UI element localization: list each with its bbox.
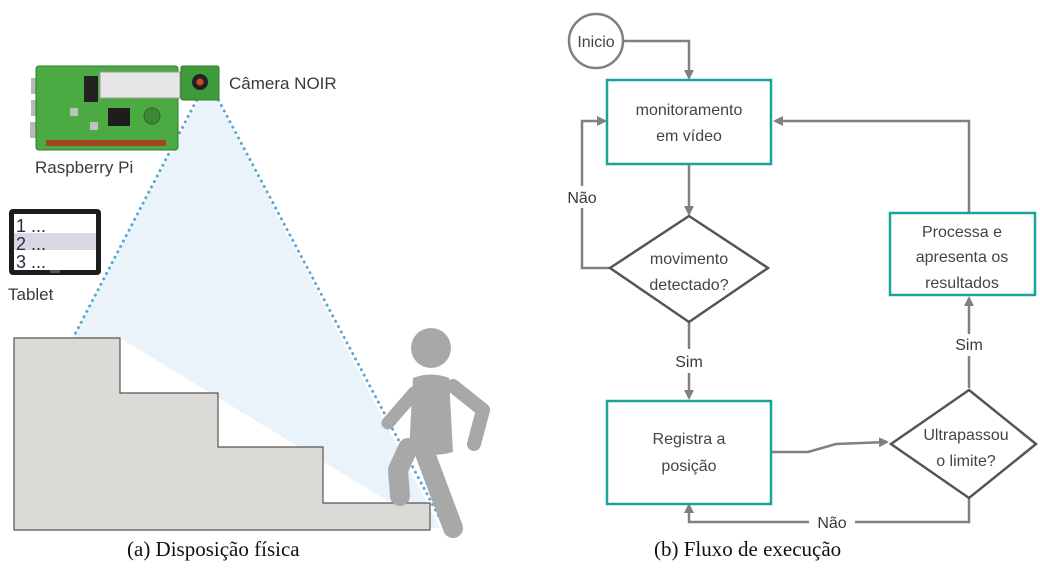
motion-line-1: movimento [650,251,728,268]
limit-line-2: o limite? [936,453,996,470]
process-line-3: resultados [925,275,999,292]
raspberry-pi-label: Raspberry Pi [35,158,133,177]
process-line-1: Processa e [922,224,1002,241]
register-line-2: posição [661,458,716,475]
camera-label: Câmera NOIR [229,74,337,93]
tablet-line-2: 2 ... [16,234,46,254]
raspberry-pi-board-icon [30,65,181,151]
camera-module-icon [180,65,220,101]
monitor-box [605,78,773,166]
stairs [13,337,431,531]
register-box [605,399,773,506]
label-no-motion: Não [567,190,596,207]
tablet-label: Tablet [8,285,54,304]
tablet-line-3: 3 ... [16,252,46,272]
arrow-process-to-monitor [773,116,971,212]
limit-line-1: Ultrapassou [923,427,1008,444]
caption-left: (a) Disposição física [127,537,300,561]
label-yes-motion: Sim [675,354,703,371]
arrow-start-to-monitor [624,39,694,80]
person-icon [381,328,490,538]
view-line-right [208,82,447,530]
start-node [567,12,625,70]
tablet-line-1: 1 ... [16,216,46,236]
tablet-icon: 1 ... 2 ... 3 ... [9,209,101,275]
label-yes-limit: Sim [955,337,983,354]
execution-flow-panel: Não Sim Não Sim Inicio monitoramento em … [562,12,1038,561]
process-line-2: apresenta os [916,249,1009,266]
camera-view-cone [73,82,440,528]
monitor-line-2: em vídeo [656,128,722,145]
register-line-1: Registra a [653,431,726,448]
process-results-box [888,211,1037,297]
limit-exceeded-diamond [888,388,1038,500]
view-line-left [71,82,207,340]
physical-layout-panel: Câmera NOIR Raspberry Pi 1 ... 2 ... 3 .… [8,65,490,561]
motion-line-2: detectado? [649,277,728,294]
start-node-label: Inicio [577,34,614,51]
arrow-register-to-limit [771,437,889,454]
caption-right: (b) Fluxo de execução [654,537,841,561]
motion-detected-diamond [607,214,771,324]
label-no-limit: Não [817,515,846,532]
monitor-line-1: monitoramento [636,102,743,119]
